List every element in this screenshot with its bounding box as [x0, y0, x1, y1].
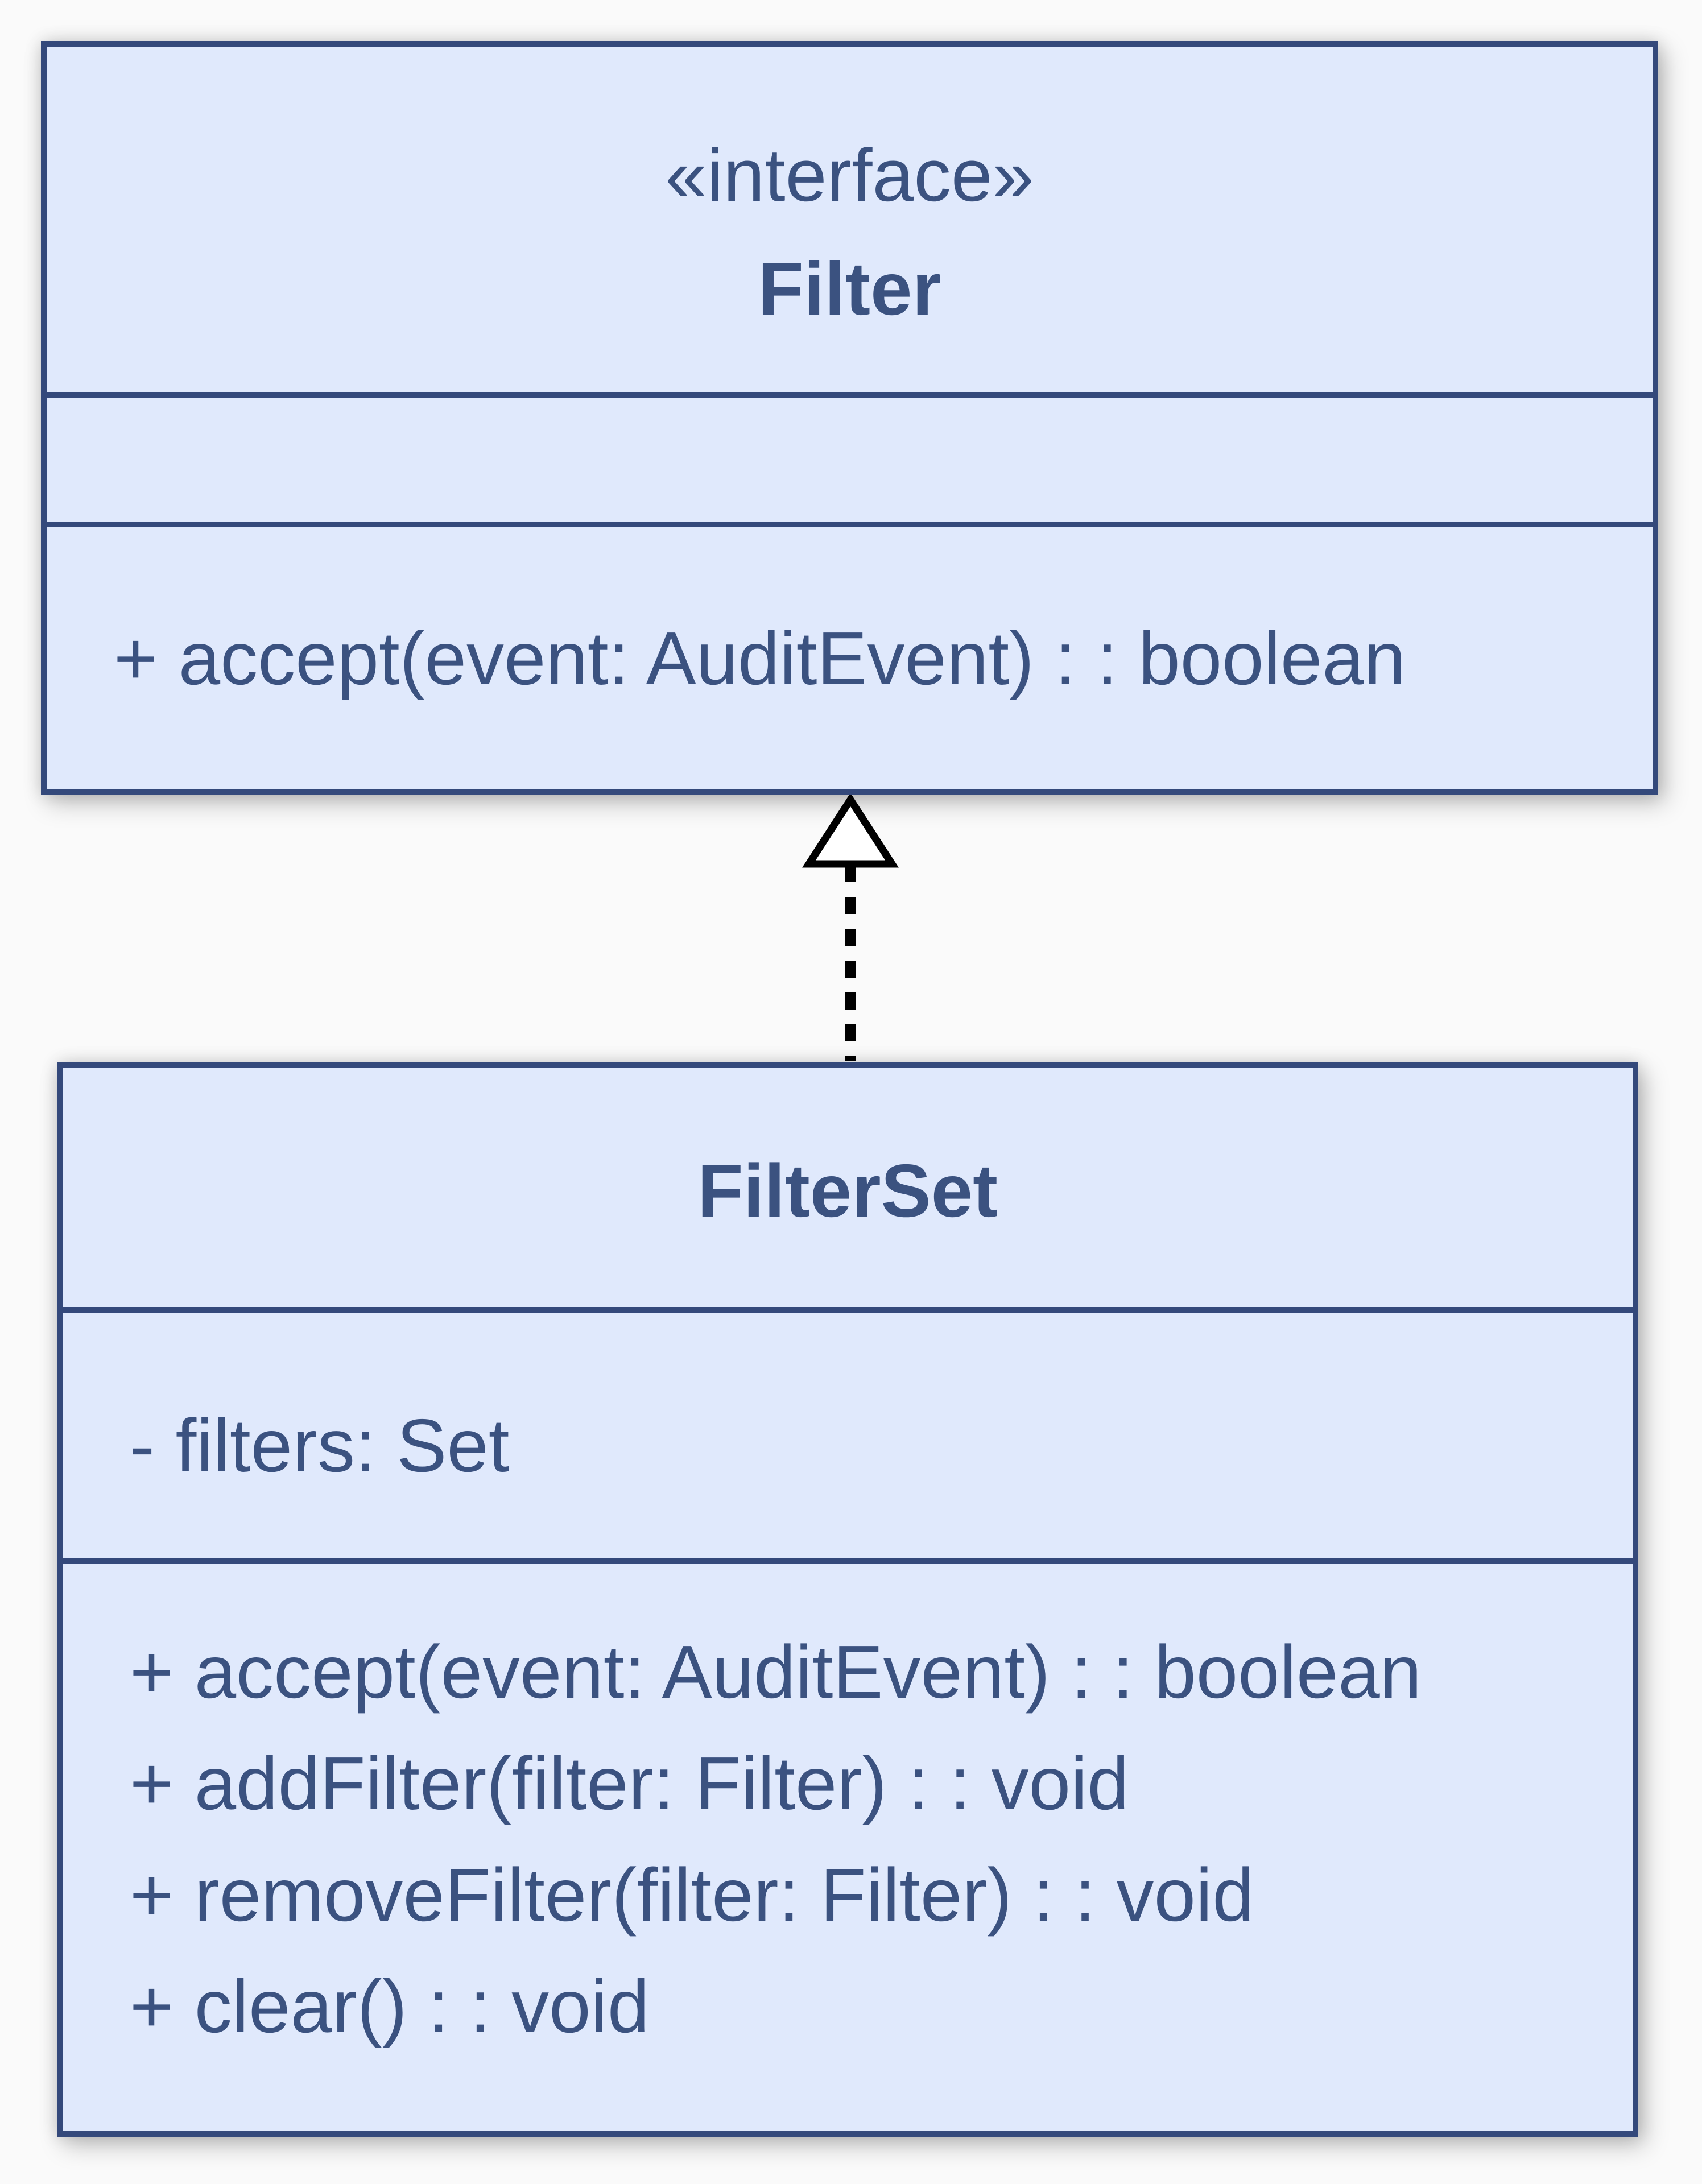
- filter-methods-section: + accept(event: AuditEvent) : : boolean: [47, 527, 1653, 789]
- filterset-attributes-section: - filters: Set: [63, 1313, 1633, 1564]
- filterset-methods-section: + accept(event: AuditEvent) : : boolean +…: [63, 1564, 1633, 2131]
- class-box-filterset: FilterSet - filters: Set + accept(event:…: [57, 1062, 1638, 2137]
- attribute-line: - filters: Set: [130, 1404, 510, 1487]
- method-line: + removeFilter(filter: Filter) : : void: [130, 1852, 1254, 1937]
- filterset-title-section: FilterSet: [63, 1068, 1633, 1313]
- filter-title-section: «interface» Filter: [47, 47, 1653, 398]
- hollow-triangle-arrowhead: [802, 795, 899, 868]
- stereotype-label: «interface»: [665, 133, 1034, 217]
- method-line: + accept(event: AuditEvent) : : boolean: [130, 1629, 1422, 1714]
- interface-class-box-filter: «interface» Filter + accept(event: Audit…: [41, 41, 1658, 795]
- method-line: + addFilter(filter: Filter) : : void: [130, 1741, 1129, 1825]
- method-line: + accept(event: AuditEvent) : : boolean: [114, 616, 1406, 700]
- filter-attributes-section: [47, 398, 1653, 527]
- method-line: + clear() : : void: [130, 1964, 650, 2048]
- interface-name: Filter: [758, 247, 941, 330]
- realization-arrow-icon: [802, 795, 899, 1061]
- class-name: FilterSet: [697, 1148, 998, 1232]
